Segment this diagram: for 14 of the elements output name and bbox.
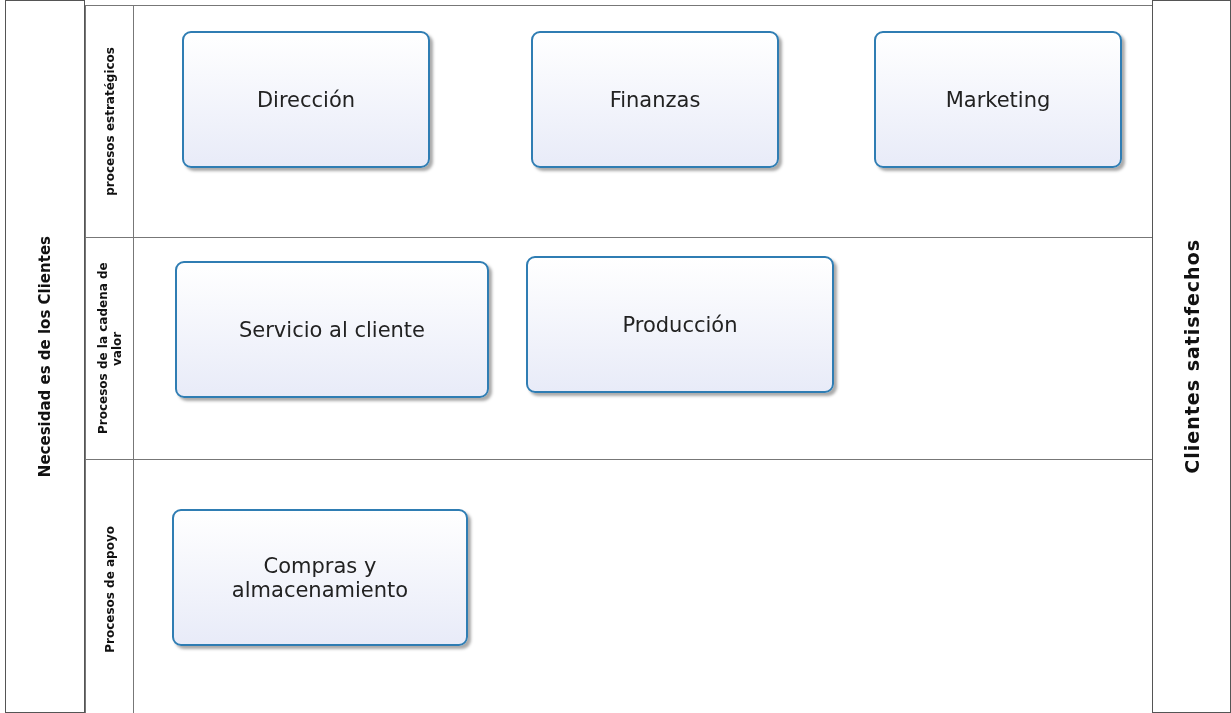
process-box: Compras y almacenamiento bbox=[172, 509, 468, 646]
swimlane bbox=[85, 5, 1153, 238]
lane-label: Procesos de apoyo bbox=[102, 525, 117, 653]
process-box: Marketing bbox=[874, 31, 1122, 168]
lane-label: Procesos de la cadena de valor bbox=[95, 261, 124, 437]
side-band bbox=[5, 0, 85, 713]
process-box: Finanzas bbox=[531, 31, 779, 168]
process-box: Dirección bbox=[182, 31, 430, 168]
process-box: Producción bbox=[526, 256, 834, 393]
process-box: Servicio al cliente bbox=[175, 261, 489, 398]
band-label: Clientes satisfechos bbox=[1180, 239, 1203, 474]
side-band bbox=[1152, 0, 1231, 713]
lane-label: procesos estratégicos bbox=[102, 47, 117, 196]
band-label: Necesidad es de los Clientes bbox=[36, 235, 54, 478]
